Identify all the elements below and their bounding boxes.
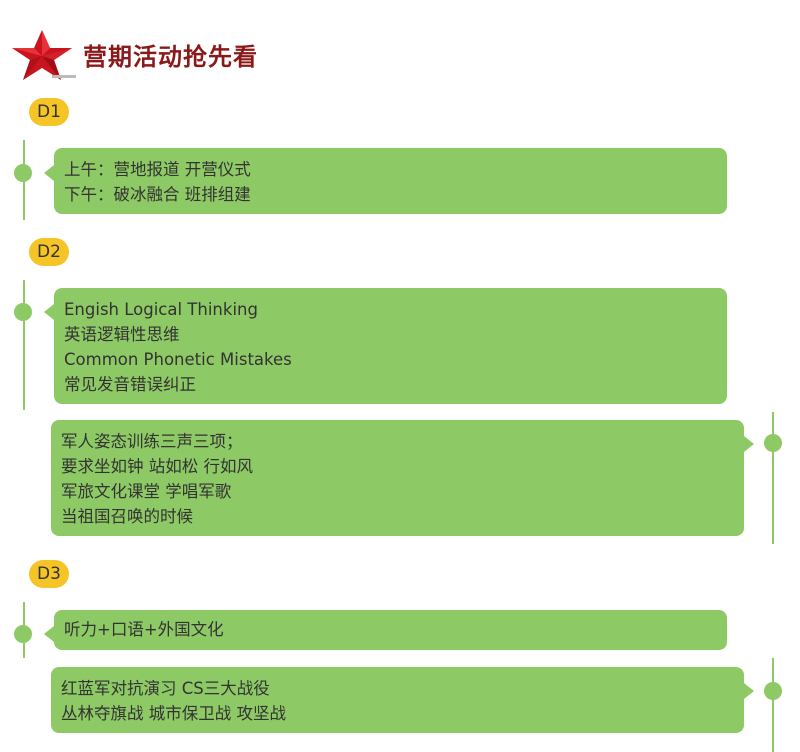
timeline-dot — [764, 434, 782, 452]
page-title: 营期活动抢先看 — [83, 43, 258, 71]
card-pointer — [44, 304, 54, 320]
card-pointer — [744, 436, 754, 452]
card-line: 英语逻辑性思维 — [64, 325, 180, 344]
day-badge-d2: D2 — [29, 238, 69, 266]
card-line: 军人姿态训练三声三项； — [61, 432, 243, 451]
schedule-card-d1-1: 上午：营地报道 开营仪式 下午：破冰融合 班排组建 — [54, 148, 727, 214]
day-badge-d3: D3 — [29, 560, 69, 588]
schedule-card-d2-2: 军人姿态训练三声三项； 要求坐如钟 站如松 行如风 军旅文化课堂 学唱军歌 当祖… — [51, 420, 744, 536]
timeline-line — [772, 412, 774, 544]
card-line: 丛林夺旗战 城市保卫战 攻坚战 — [61, 704, 286, 723]
timeline-line — [23, 280, 25, 410]
timeline-dot — [14, 625, 32, 643]
card-pointer — [744, 683, 754, 699]
timeline-dot — [14, 303, 32, 321]
card-line: 要求坐如钟 站如松 行如风 — [61, 457, 253, 476]
red-star-icon — [12, 30, 76, 80]
card-pointer — [44, 626, 54, 642]
timeline-line — [772, 658, 774, 752]
timeline-dot — [764, 682, 782, 700]
schedule-card-d3-2: 红蓝军对抗演习 CS三大战役 丛林夺旗战 城市保卫战 攻坚战 — [51, 667, 744, 733]
schedule-card-d2-1: Engish Logical Thinking 英语逻辑性思维 Common P… — [54, 288, 727, 404]
card-line: 常见发音错误纠正 — [64, 375, 196, 394]
timeline-dot — [14, 164, 32, 182]
card-line: 听力+口语+外国文化 — [64, 620, 224, 639]
card-line: 当祖国召唤的时候 — [61, 507, 193, 526]
card-line: Common Phonetic Mistakes — [64, 350, 292, 369]
section-header: 营期活动抢先看 — [8, 28, 408, 84]
card-line: 下午：破冰融合 班排组建 — [64, 185, 251, 204]
card-line: 红蓝军对抗演习 CS三大战役 — [61, 679, 270, 698]
card-line: 上午：营地报道 开营仪式 — [64, 160, 251, 179]
card-line: Engish Logical Thinking — [64, 300, 258, 319]
card-pointer — [44, 165, 54, 181]
schedule-card-d3-1: 听力+口语+外国文化 — [54, 610, 727, 650]
card-line: 军旅文化课堂 学唱军歌 — [61, 482, 232, 501]
day-badge-d1: D1 — [29, 98, 69, 126]
